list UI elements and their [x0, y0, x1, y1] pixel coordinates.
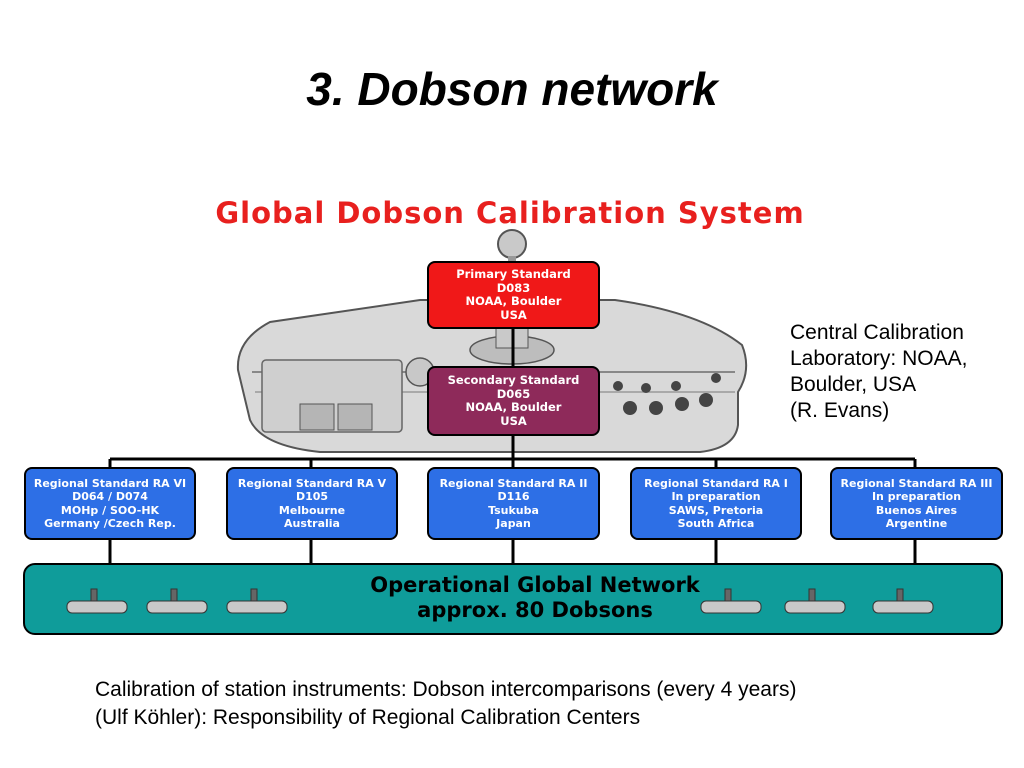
- network-label: Operational Global Network approx. 80 Do…: [315, 573, 755, 623]
- regional-5-line-3: Buenos Aires: [875, 503, 958, 517]
- network-line-2: approx. 80 Dobsons: [417, 598, 653, 622]
- secondary-line-4: USA: [500, 413, 527, 428]
- regional-3-line-1: Regional Standard RA II: [439, 476, 588, 490]
- secondary-line-1: Secondary Standard: [447, 373, 580, 387]
- secondary-standard-box: Secondary Standard D065 NOAA, Boulder US…: [427, 366, 600, 436]
- connector-lines: [108, 329, 917, 563]
- operational-network-box: Operational Global Network approx. 80 Do…: [23, 563, 1003, 635]
- calibration-note: Calibration of station instruments: Dobs…: [95, 676, 796, 732]
- regional-4-line-4: South Africa: [677, 517, 755, 530]
- dobson-mini-icon: [66, 588, 128, 614]
- side-note-line-1: Central Calibration: [790, 321, 964, 344]
- dobson-mini-icon: [784, 588, 846, 614]
- regional-standard-ra-vi-box: Regional Standard RA VI D064 / D074 MOHp…: [24, 467, 196, 540]
- dobson-mini-icon: [146, 588, 208, 614]
- slide-title: 3. Dobson network: [306, 63, 718, 115]
- regional-5-line-4: Argentine: [885, 517, 948, 530]
- regional-2-line-3: Melbourne: [278, 503, 346, 517]
- regional-2-line-4: Australia: [284, 517, 340, 530]
- primary-standard-box: Primary Standard D083 NOAA, Boulder USA: [427, 261, 600, 329]
- regional-1-line-2: D064 / D074: [72, 490, 148, 503]
- regional-4-line-3: SAWS, Pretoria: [668, 503, 764, 517]
- primary-line-4: USA: [500, 307, 527, 322]
- side-note-line-3: Boulder, USA: [790, 373, 917, 396]
- central-calibration-note: Central Calibration Laboratory: NOAA, Bo…: [790, 320, 967, 424]
- side-note-line-4: (R. Evans): [790, 399, 890, 422]
- network-line-1: Operational Global Network: [370, 573, 700, 597]
- regional-1-line-4: Germany /Czech Rep.: [44, 517, 176, 530]
- regional-4-line-1: Regional Standard RA I: [644, 476, 788, 490]
- bottom-note-line-2: (Ulf Köhler): Responsibility of Regional…: [95, 706, 641, 729]
- secondary-line-3: NOAA, Boulder: [465, 400, 562, 414]
- network-instrument-icons: [66, 588, 934, 614]
- regional-standard-ra-iii-box: Regional Standard RA III In preparation …: [830, 467, 1003, 540]
- dobson-mini-icon: [700, 588, 762, 614]
- dobson-mini-icon: [226, 588, 288, 614]
- regional-1-line-1: Regional Standard RA VI: [33, 476, 187, 490]
- secondary-line-2: D065: [496, 386, 531, 401]
- regional-2-line-2: D105: [295, 490, 329, 503]
- regional-standard-ra-v-box: Regional Standard RA V D105 Melbourne Au…: [226, 467, 398, 540]
- side-note-line-2: Laboratory: NOAA,: [790, 347, 968, 370]
- regional-standard-ra-i-box: Regional Standard RA I In preparation SA…: [630, 467, 802, 540]
- regional-3-line-4: Japan: [496, 517, 531, 530]
- dobson-mini-icon: [872, 588, 934, 614]
- primary-line-2: D083: [496, 280, 531, 295]
- primary-line-3: NOAA, Boulder: [465, 294, 562, 308]
- regional-5-line-2: In preparation: [871, 490, 962, 503]
- bottom-note-line-1: Calibration of station instruments: Dobs…: [95, 678, 797, 701]
- regional-5-line-1: Regional Standard RA III: [840, 476, 993, 490]
- regional-2-line-1: Regional Standard RA V: [237, 476, 387, 490]
- regional-standard-ra-ii-box: Regional Standard RA II D116 Tsukuba Jap…: [427, 467, 600, 540]
- regional-3-line-3: Tsukuba: [488, 503, 539, 517]
- regional-4-line-2: In preparation: [671, 490, 761, 503]
- regional-3-line-2: D116: [497, 490, 530, 503]
- primary-line-1: Primary Standard: [456, 267, 571, 281]
- diagram-title: Global Dobson Calibration System: [215, 196, 805, 230]
- regional-1-line-3: MOHp / SOO-HK: [60, 503, 160, 517]
